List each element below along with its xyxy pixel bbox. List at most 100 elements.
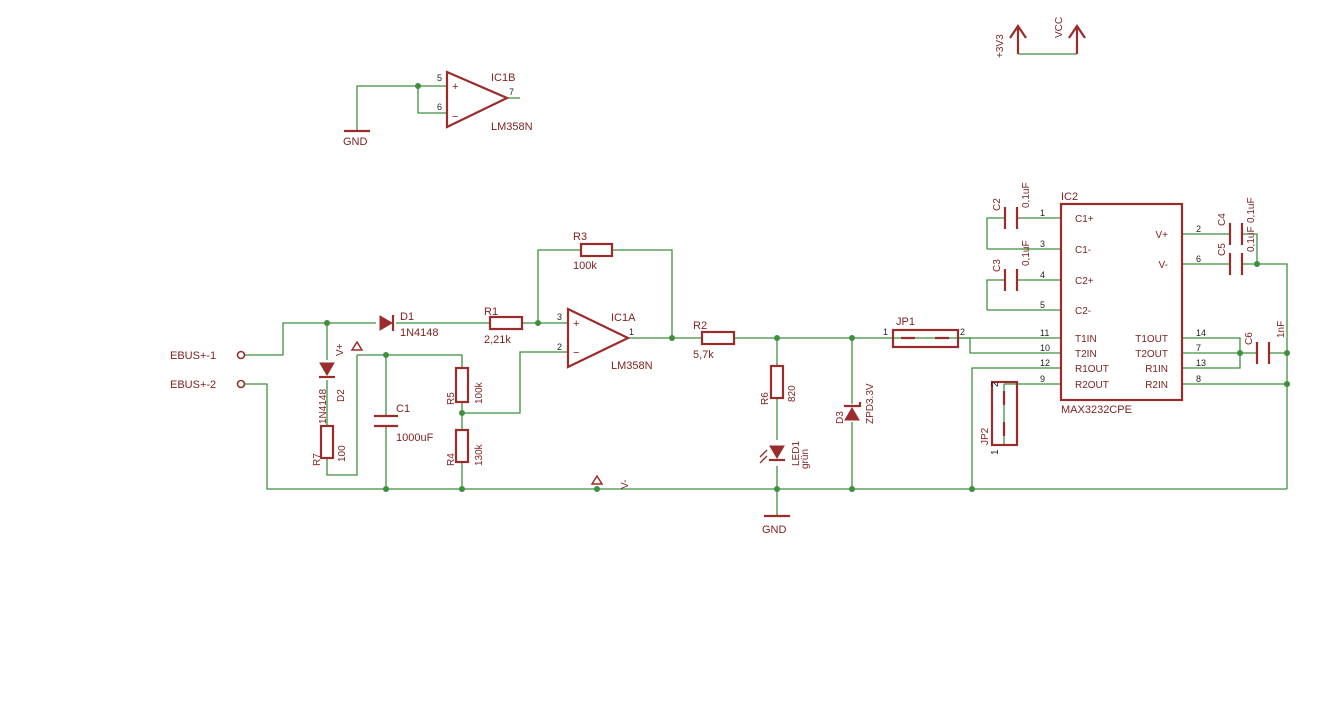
svg-text:100k: 100k <box>474 381 485 404</box>
svg-text:5: 5 <box>437 73 442 83</box>
wires <box>245 217 1288 515</box>
svg-text:1N4148: 1N4148 <box>400 327 439 339</box>
r7-resistor: R7 100 <box>312 424 348 466</box>
v3-label: +3V3 <box>995 34 1006 58</box>
ic1b-triangle <box>445 70 510 129</box>
ic1b-name: IC1B <box>491 72 515 84</box>
ic2-pin-number: 11 <box>1040 328 1049 338</box>
ic2-pin-number: 4 <box>1040 270 1045 280</box>
d1-diode: D1 1N4148 <box>379 311 439 339</box>
svg-text:V+: V+ <box>335 343 346 356</box>
c3-capacitor: C3 0,1uF <box>992 240 1032 291</box>
svg-text:1nF: 1nF <box>1276 321 1287 338</box>
svg-text:2: 2 <box>990 381 1001 387</box>
ic2-pin-number: 1 <box>1040 208 1045 218</box>
r3-resistor: R3 100k <box>573 231 614 272</box>
vminus-marker: V- <box>590 474 631 489</box>
r2-resistor: R2 5,7k <box>693 320 736 361</box>
svg-text:7: 7 <box>509 87 514 97</box>
ic2-pin-name: R2IN <box>1145 380 1168 391</box>
ic2-pin-number: 7 <box>1196 343 1201 353</box>
c5-capacitor: C5 0,1uF <box>1217 226 1257 275</box>
svg-text:130k: 130k <box>474 443 485 466</box>
svg-text:1: 1 <box>990 449 1001 455</box>
svg-text:ZPD3.3V: ZPD3.3V <box>865 383 876 424</box>
c6-capacitor: C6 1nF <box>1244 321 1287 364</box>
svg-text:D2: D2 <box>336 389 347 402</box>
r6-resistor: R6 820 <box>760 364 798 405</box>
svg-text:IC2: IC2 <box>1061 191 1078 203</box>
svg-text:1: 1 <box>629 327 634 337</box>
ic2-max3232: IC2 MAX3232CPE 1C1+3C1-4C2+5C2-11T1IN10T… <box>1040 191 1206 416</box>
c1-capacitor: C1 1000uF <box>374 403 434 444</box>
svg-text:2: 2 <box>960 327 965 337</box>
r4-resistor: R4 130k <box>446 428 485 466</box>
svg-text:LED1: LED1 <box>791 441 802 466</box>
svg-text:MAX3232CPE: MAX3232CPE <box>1061 404 1132 416</box>
svg-text:0,1uF: 0,1uF <box>1021 240 1032 266</box>
svg-text:JP2: JP2 <box>980 427 991 445</box>
svg-text:2,21k: 2,21k <box>484 334 511 346</box>
svg-text:GND: GND <box>762 524 787 536</box>
svg-text:D3: D3 <box>835 411 846 424</box>
svg-text:JP1: JP1 <box>896 316 915 328</box>
svg-text:R2: R2 <box>693 320 707 332</box>
d3-zener: D3 ZPD3.3V <box>835 383 876 424</box>
svg-text:R4: R4 <box>446 453 457 466</box>
ic2-pin-name: T1IN <box>1075 334 1097 345</box>
power-supply-symbols: +3V3 VCC <box>995 17 1086 58</box>
ic2-pin-number: 9 <box>1040 374 1045 384</box>
c4-capacitor: C4 0,1uF <box>1217 197 1257 245</box>
svg-text:0,1uF: 0,1uF <box>1246 226 1257 252</box>
ic2-pin-number: 10 <box>1040 343 1050 353</box>
svg-text:C2: C2 <box>992 198 1003 211</box>
svg-text:+: + <box>452 81 458 93</box>
vplus-flag-icon <box>350 340 364 351</box>
gnd-bottom: GND <box>762 514 790 536</box>
gnd-top-label: GND <box>343 136 368 148</box>
vcc-label: VCC <box>1054 17 1065 38</box>
ic2-pin-name: C1- <box>1075 245 1091 256</box>
ic1b-opamp: GND + − 5 6 7 IC1B LM358N <box>343 70 533 148</box>
svg-text:−: − <box>452 111 458 123</box>
c2-capacitor: C2 0,1uF <box>992 182 1032 229</box>
junctions <box>324 261 1290 492</box>
svg-text:+: + <box>573 318 579 330</box>
svg-text:100k: 100k <box>573 260 597 272</box>
svg-text:2: 2 <box>557 342 562 352</box>
ic2-pin-name: T2OUT <box>1135 349 1168 360</box>
svg-text:R6: R6 <box>760 392 771 405</box>
svg-text:1N4148: 1N4148 <box>318 389 329 424</box>
ebus-connectors: EBUS+-1 EBUS+-2 <box>170 350 246 391</box>
svg-text:820: 820 <box>787 385 798 402</box>
ic2-pin-name: T1OUT <box>1135 334 1168 345</box>
v3-arrow-icon <box>1009 24 1027 54</box>
ic2-pin-number: 13 <box>1196 358 1206 368</box>
d2-diode: D2 1N4148 <box>318 362 347 424</box>
led1-triangle-icon <box>769 445 785 459</box>
svg-text:LM358N: LM358N <box>611 360 653 372</box>
svg-text:1000uF: 1000uF <box>396 432 434 444</box>
svg-text:D1: D1 <box>400 311 414 323</box>
svg-text:R1: R1 <box>484 306 498 318</box>
svg-text:0,1uF: 0,1uF <box>1021 182 1032 208</box>
svg-text:R3: R3 <box>573 231 587 243</box>
jp1-jumper: JP1 1 2 <box>883 316 965 349</box>
svg-text:5,7k: 5,7k <box>693 349 714 361</box>
ic2-pin-name: V- <box>1159 260 1168 271</box>
ic1a-triangle <box>566 307 631 369</box>
ic2-left-pins: 1C1+3C1-4C2+5C2-11T1IN10T2IN12R1OUT9R2OU… <box>1040 208 1109 391</box>
svg-text:6: 6 <box>437 102 442 112</box>
svg-text:R7: R7 <box>312 453 323 466</box>
ic2-pin-name: T2IN <box>1075 349 1097 360</box>
ic1a-opamp: + − 3 2 1 IC1A LM358N <box>557 307 653 372</box>
svg-text:C6: C6 <box>1244 332 1255 345</box>
svg-text:1: 1 <box>883 327 888 337</box>
ic2-pin-number: 8 <box>1196 374 1201 384</box>
svg-text:grün: grün <box>800 449 811 469</box>
ic2-pin-number: 12 <box>1040 358 1050 368</box>
d1-triangle-icon <box>379 315 393 331</box>
ebus1-label: EBUS+-1 <box>170 350 216 362</box>
ic2-pin-number: 14 <box>1196 328 1206 338</box>
